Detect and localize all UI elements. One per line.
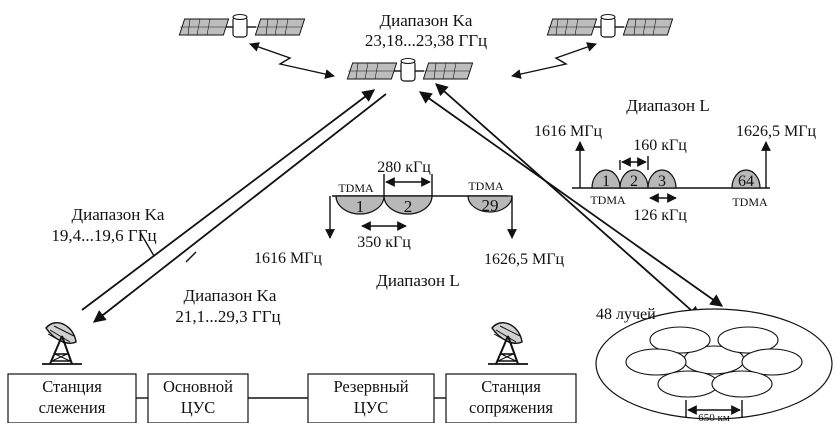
- beam-coverage: 650 км 48 лучей: [596, 306, 832, 423]
- gateway-station-line1: Станция: [481, 377, 541, 396]
- satellite-icon: [547, 15, 672, 38]
- tracking-station-line1: Станция: [42, 377, 102, 396]
- right-band-label: Диапазон L: [626, 96, 710, 115]
- tracking-station-line2: слежения: [39, 398, 106, 417]
- right-channel-64: 64: [738, 173, 754, 190]
- right-tdma-left: TDMA: [590, 193, 626, 207]
- right-channel-2: 2: [630, 173, 638, 190]
- center-tdma-right: TDMA: [468, 179, 504, 193]
- downlink-band-range: 21,1...29,3 ГГц: [175, 307, 280, 326]
- beam-diameter-label: 650 км: [698, 412, 730, 423]
- gateway-station-line2: сопряжения: [469, 398, 553, 417]
- tracking-station-box: Станция слежения: [8, 374, 136, 423]
- main-ccs-line2: ЦУС: [181, 398, 216, 417]
- right-spectrum: 1 2 3 64 Диапазон L 1616 МГц 1626,5 МГц …: [534, 96, 816, 224]
- center-spacing-bottom: 350 кГц: [357, 234, 411, 251]
- uplink-band-label: Диапазон Ka: [72, 205, 165, 224]
- reserve-ccs-line2: ЦУС: [354, 398, 389, 417]
- main-ccs-box: Основной ЦУС: [148, 374, 248, 423]
- intersatellite-link-left: [250, 44, 334, 76]
- top-band-range: 23,18...23,38 ГГц: [365, 31, 487, 50]
- right-spacing-bottom: 126 кГц: [633, 207, 687, 224]
- main-ccs-line1: Основной: [163, 377, 233, 396]
- downlink-pointer: [186, 252, 196, 262]
- reserve-ccs-box: Резервный ЦУС: [308, 374, 434, 423]
- center-channel-2: 2: [404, 197, 413, 216]
- gateway-antenna-icon: [488, 323, 528, 364]
- center-spectrum: 1 2 29 TDMA TDMA 280 кГц 350 кГц 1616 МГ…: [254, 159, 565, 290]
- center-spacing-top: 280 кГц: [377, 159, 431, 176]
- right-channel-3: 3: [658, 173, 666, 190]
- right-spacing-top: 160 кГц: [633, 137, 687, 154]
- center-freq-low: 1616 МГц: [254, 250, 322, 267]
- satellite-icon: [347, 59, 472, 82]
- center-tdma-left: TDMA: [338, 181, 374, 195]
- right-tdma-right: TDMA: [732, 195, 768, 209]
- right-freq-low: 1616 МГц: [534, 123, 602, 140]
- center-freq-high: 1626,5 МГц: [484, 251, 564, 268]
- center-channel-1: 1: [356, 197, 365, 216]
- reserve-ccs-line1: Резервный: [333, 377, 408, 396]
- satellite-icon: [179, 15, 304, 38]
- center-band-label: Диапазон L: [376, 271, 460, 290]
- ground-segment: Станция слежения Основной ЦУС Резервный …: [8, 374, 576, 423]
- center-channel-29: 29: [482, 196, 499, 215]
- top-band-label: Диапазон Ka: [380, 11, 473, 30]
- downlink-band-label: Диапазон Ka: [184, 286, 277, 305]
- right-channel-1: 1: [602, 173, 610, 190]
- tracking-station-antenna-icon: [42, 323, 82, 364]
- beam-count-label: 48 лучей: [596, 306, 656, 323]
- intersatellite-link-right: [512, 44, 596, 76]
- uplink-band-range: 19,4...19,6 ГГц: [51, 226, 156, 245]
- gateway-station-box: Станция сопряжения: [446, 374, 576, 423]
- right-freq-high: 1626,5 МГц: [736, 123, 816, 140]
